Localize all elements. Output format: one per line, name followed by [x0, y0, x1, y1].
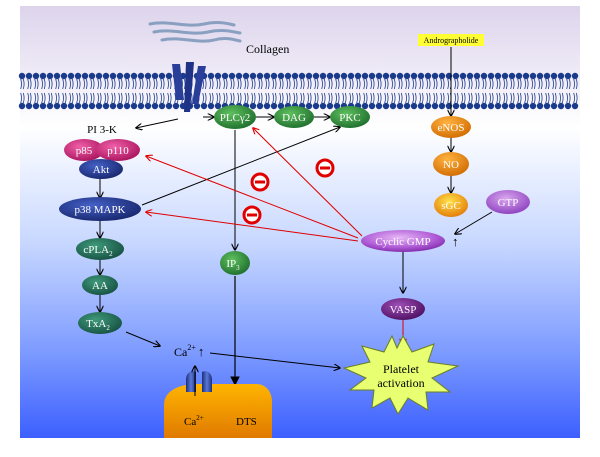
aa-label: AA [92, 280, 108, 292]
cpla2-label: cPLA [83, 244, 109, 256]
akt-node: Akt [79, 159, 123, 179]
txa2-label: TxA [86, 318, 106, 330]
arrow-gtp-cgmp [455, 211, 493, 234]
arrow-txa2-ca [125, 331, 160, 346]
plcg2-node: PLCγ2 [214, 105, 256, 129]
svg-text:cPLA2: cPLA2 [83, 244, 113, 258]
cpla2-node: cPLA2 [76, 238, 124, 260]
p38-mapk-label: p38 MAPK [74, 204, 125, 216]
pi3k-label: PI 3-K [87, 124, 117, 136]
inhibit-arrow-pi3k [146, 156, 359, 239]
inhibition-symbol-2 [250, 172, 270, 192]
cyclic-gmp-up-arrow: ↑ [452, 234, 459, 249]
andrographolide-label: Andrographolide [424, 36, 479, 45]
pkc-label: PKC [339, 112, 360, 124]
cell-membrane-bilayer [18, 72, 579, 110]
cyclic-gmp-label: Cyclic GMP [375, 236, 430, 248]
store-ca-label: Ca [184, 416, 196, 428]
collagen-fibers [148, 20, 242, 43]
collagen-label: Collagen [246, 42, 289, 56]
ca-up-arrow: ↑ [198, 344, 205, 359]
arrow-p38-pkc [141, 127, 340, 206]
dense-tubular-system: Ca2+ DTS [164, 366, 272, 438]
cpla2-subscript: 2 [109, 250, 113, 258]
ip3-subscript: 3 [236, 264, 240, 272]
svg-text:Ca2+: Ca2+ [184, 414, 204, 428]
gtp-node: GTP [486, 190, 530, 214]
dag-node: DAG [274, 106, 314, 128]
ca-superscript: 2+ [187, 343, 196, 352]
inhibit-arrow-plcg2 [253, 128, 363, 237]
ca-label: Ca [174, 345, 188, 359]
plcg2-label: PLCγ2 [220, 112, 251, 124]
p110-node: p110 [96, 139, 140, 161]
enos-label: eNOS [438, 122, 465, 134]
p38-mapk-node: p38 MAPK [59, 197, 141, 221]
inhibit-arrow-p38 [146, 212, 359, 242]
arrow-ca-platelet [209, 352, 340, 368]
p85-label: p85 [76, 145, 93, 157]
enos-node: eNOS [431, 116, 471, 138]
aa-node: AA [82, 275, 118, 295]
vasp-label: VASP [390, 304, 417, 316]
ip3-label: IP [226, 258, 236, 270]
p110-label: p110 [107, 145, 129, 157]
svg-text:IP3: IP3 [226, 258, 240, 272]
diagram-background [20, 6, 580, 438]
dag-label: DAG [282, 112, 306, 124]
platelet-activation-line1: Platelet [383, 362, 420, 376]
platelet-activation-burst: Platelet activation [342, 334, 460, 416]
inhibition-symbol-3 [242, 205, 262, 225]
gtp-label: GTP [498, 197, 519, 209]
pkc-node: PKC [330, 106, 370, 128]
collagen-receptor-icon [172, 62, 206, 112]
p85-node: p85 [64, 139, 104, 161]
svg-text:TxA2: TxA2 [86, 318, 110, 332]
inhibitory-arrows [146, 128, 403, 345]
sgc-label: sGC [441, 200, 461, 212]
cyclic-gmp-node: Cyclic GMP ↑ [361, 230, 459, 252]
inhibition-symbol-1 [315, 158, 335, 178]
no-label: NO [443, 159, 459, 171]
ip3-node: IP3 [220, 251, 250, 275]
sgc-node: sGC [434, 193, 468, 217]
no-node: NO [433, 152, 469, 176]
store-ca-superscript: 2+ [196, 414, 204, 422]
arrow-receptor-pi3k [136, 118, 179, 128]
vasp-node: VASP [381, 298, 425, 320]
svg-text:Ca2+↑: Ca2+↑ [174, 343, 204, 359]
platelet-activation-line2: activation [377, 376, 424, 390]
txa2-node: TxA2 [78, 312, 122, 334]
dts-label: DTS [236, 416, 257, 428]
andrographolide-highlight [418, 34, 484, 46]
akt-label: Akt [93, 164, 110, 176]
txa2-subscript: 2 [106, 324, 110, 332]
